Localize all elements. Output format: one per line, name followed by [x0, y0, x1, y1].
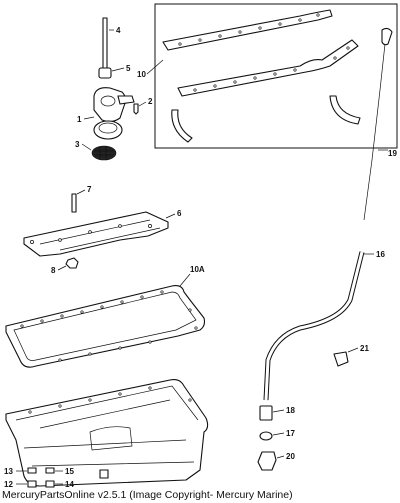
- one-piece-pan-gasket[interactable]: [5, 285, 206, 368]
- dipstick-blade[interactable]: [363, 43, 386, 221]
- gasket-kit-group: 10: [137, 3, 398, 149]
- rear-seal-gasket[interactable]: [329, 95, 361, 125]
- callout-17[interactable]: 17: [286, 429, 295, 438]
- pan-reinforcement-14[interactable]: [45, 480, 55, 488]
- callout-12[interactable]: 12: [4, 480, 13, 489]
- tube-fitting[interactable]: [257, 451, 277, 471]
- callout-4[interactable]: 4: [116, 26, 121, 35]
- gasket-upper-holes: [178, 13, 320, 46]
- gasket-lower-holes: [193, 46, 350, 92]
- pan-gasket-holes: [20, 290, 198, 362]
- callout-10a[interactable]: 10A: [190, 265, 205, 274]
- callout-14[interactable]: 14: [65, 480, 74, 489]
- front-seal-gasket[interactable]: [171, 109, 193, 143]
- tray-holes: [30, 224, 152, 244]
- tray-stud[interactable]: [71, 193, 77, 213]
- gasket-kit-frame: [154, 3, 398, 149]
- callout-21[interactable]: 21: [360, 344, 369, 353]
- pickup-screen[interactable]: [91, 145, 117, 161]
- pan-side-gasket-lower[interactable]: [177, 39, 359, 97]
- tube-sleeve[interactable]: [259, 405, 273, 421]
- callout-13[interactable]: 13: [4, 467, 13, 476]
- shaft-collar[interactable]: [98, 67, 112, 79]
- pan-gasket-group: 10A: [5, 265, 206, 368]
- callout-8[interactable]: 8: [51, 266, 56, 275]
- tube-bracket[interactable]: [333, 351, 349, 367]
- callout-20[interactable]: 20: [286, 452, 295, 461]
- callout-7[interactable]: 7: [87, 185, 92, 194]
- callout-1[interactable]: 1: [77, 115, 82, 124]
- pan-side-gasket-upper[interactable]: [162, 9, 333, 51]
- dipstick-group: 19 16 21 18 17 20: [257, 27, 397, 471]
- pickup-housing[interactable]: [93, 120, 123, 140]
- oil-pump-body[interactable]: [93, 87, 127, 123]
- callout-5[interactable]: 5: [126, 64, 131, 73]
- callout-16[interactable]: 16: [376, 250, 385, 259]
- drain-plug[interactable]: [99, 469, 109, 479]
- callout-18[interactable]: 18: [286, 406, 295, 415]
- leader-10: [146, 59, 164, 75]
- copyright-footer: MercuryPartsOnline v2.5.1 (Image Copyrig…: [2, 489, 293, 501]
- oil-pan[interactable]: [5, 379, 209, 487]
- callout-15[interactable]: 15: [65, 467, 74, 476]
- windage-tray[interactable]: [23, 211, 169, 257]
- callout-10[interactable]: 10: [137, 70, 146, 79]
- pan-bolt-15[interactable]: [45, 467, 55, 474]
- pan-reinforcement-12[interactable]: [27, 480, 37, 488]
- pan-flange-holes: [28, 386, 192, 414]
- pump-drive-shaft[interactable]: [102, 17, 108, 77]
- windage-tray-group: 7 6 8: [23, 185, 182, 275]
- tube-o-ring[interactable]: [259, 431, 273, 441]
- pump-outlet-flange: [117, 95, 135, 105]
- oil-pan-group: 13 15 12 14: [4, 379, 209, 489]
- callout-6[interactable]: 6: [177, 209, 182, 218]
- callout-19[interactable]: 19: [388, 149, 397, 158]
- pan-bolt-13[interactable]: [27, 467, 37, 474]
- pump-mounting-bolt[interactable]: [133, 103, 139, 115]
- callout-2[interactable]: 2: [148, 97, 153, 106]
- callout-3[interactable]: 3: [75, 140, 80, 149]
- dipstick-handle[interactable]: [381, 27, 393, 46]
- tray-nut[interactable]: [65, 257, 79, 269]
- oil-pump-group: 4 5 1 2 3: [75, 17, 153, 161]
